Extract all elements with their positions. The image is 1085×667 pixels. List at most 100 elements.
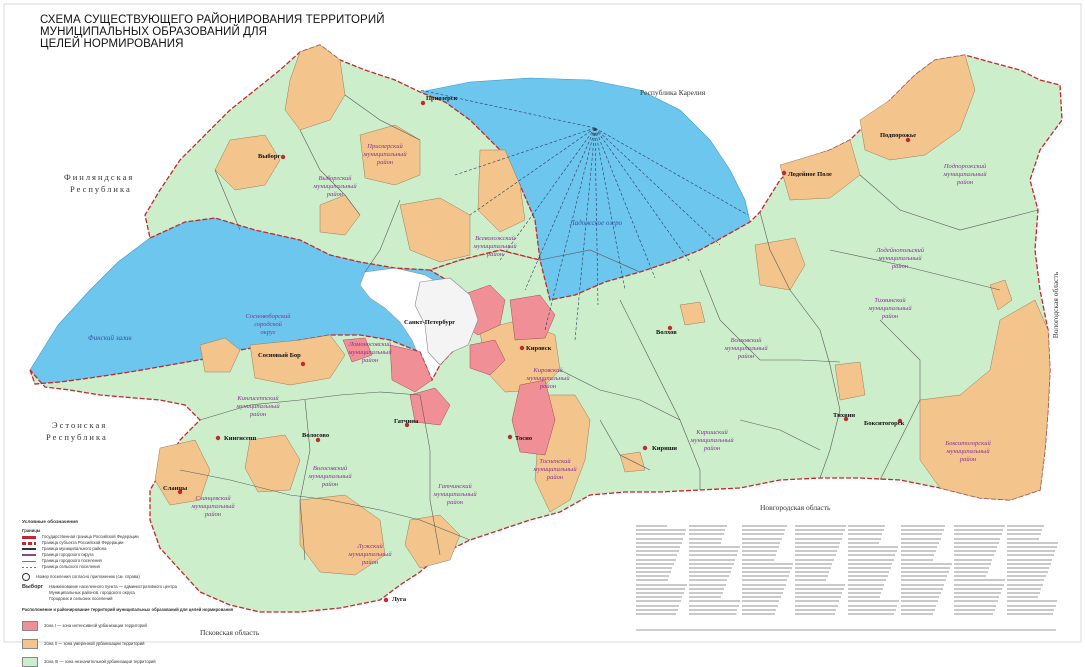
- index-row: [954, 571, 988, 574]
- index-row: [636, 525, 668, 527]
- index-row: [848, 525, 886, 527]
- index-row: [795, 575, 828, 578]
- index-row: [795, 612, 835, 615]
- index-row: [901, 600, 938, 603]
- index-row: [689, 541, 721, 544]
- index-row: [689, 537, 723, 540]
- legend-line-2: Граница субъекта Российской Федерации: [22, 540, 242, 546]
- index-column: [795, 525, 847, 617]
- index-row: [954, 537, 1001, 540]
- svg-text:Приозерский: Приозерский: [366, 143, 403, 150]
- index-row: [901, 575, 948, 578]
- index-column: [742, 525, 794, 617]
- city-slantsy: Сланцы: [163, 485, 187, 492]
- sheet-frame: [3, 3, 1082, 643]
- district-lomonosovsky: Ломоносовский муниципальный район: [347, 341, 392, 364]
- svg-text:муниципальный: муниципальный: [689, 437, 734, 444]
- index-row: [954, 529, 1004, 532]
- index-row: [795, 529, 845, 532]
- index-row: [1007, 587, 1042, 590]
- index-row: [1007, 529, 1043, 532]
- svg-text:район: район: [326, 191, 343, 198]
- svg-text:район: район: [881, 313, 898, 320]
- index-row: [795, 604, 838, 607]
- svg-text:район: район: [321, 481, 338, 488]
- district-lodeynopolsky: Лодейнопольский муниципальный район: [875, 247, 925, 270]
- index-row: [636, 571, 671, 574]
- index-row: [848, 533, 883, 536]
- index-row: [901, 554, 935, 557]
- zone-2-areas: [154, 44, 1051, 576]
- index-row: [795, 608, 837, 611]
- index-row: [689, 596, 722, 599]
- index-row: [1007, 541, 1059, 544]
- district-kingiseppsky: Кингисеппский муниципальный район: [235, 395, 280, 418]
- index-row: [848, 608, 896, 611]
- district-volosovsky: Волосовский муниципальный район: [307, 465, 352, 488]
- index-row: [742, 554, 776, 557]
- index-column: [1007, 525, 1059, 617]
- label-novgorod: Новгородская область: [760, 503, 831, 512]
- index-row: [1007, 583, 1043, 586]
- city-volosovo: Волосово: [302, 432, 329, 439]
- map-title: СХЕМА СУЩЕСТВУЮЩЕГО РАЙОНИРОВАНИЯ ТЕРРИТ…: [40, 14, 385, 50]
- index-row: [848, 529, 884, 532]
- title-line-1: СХЕМА СУЩЕСТВУЮЩЕГО РАЙОНИРОВАНИЯ ТЕРРИТ…: [40, 14, 385, 26]
- index-row: [1007, 612, 1053, 615]
- svg-text:муниципальный: муниципальный: [723, 345, 768, 352]
- svg-text:район: район: [204, 511, 221, 518]
- index-row: [954, 575, 987, 578]
- index-row: [954, 545, 998, 548]
- city-boksitogorsk: Бокситогорск: [864, 420, 905, 427]
- svg-text:городской: городской: [254, 321, 282, 328]
- index-row: [901, 525, 946, 527]
- svg-text:муниципальный: муниципальный: [312, 183, 357, 190]
- index-row: [901, 604, 937, 607]
- svg-text:Тосненский: Тосненский: [539, 458, 571, 465]
- city-kirovsk: Кировск: [526, 345, 552, 352]
- index-row: [901, 537, 941, 540]
- city-kingisepp: Кингисепп: [224, 435, 256, 442]
- svg-text:Кировский: Кировский: [532, 367, 563, 374]
- label-estonia-2: Республика: [46, 432, 108, 442]
- city-sosnovy-bor: Сосновый Бор: [258, 352, 301, 359]
- neighbor-labels: Республика Карелия Финляндская Республик…: [46, 88, 1060, 637]
- index-row: [1007, 525, 1044, 527]
- index-row: [795, 550, 838, 553]
- svg-text:район: район: [486, 251, 503, 258]
- index-row: [742, 566, 792, 569]
- index-row: [636, 608, 678, 611]
- index-row: [901, 562, 952, 565]
- index-row: [636, 550, 679, 553]
- index-row: [1007, 608, 1055, 611]
- index-row: [848, 612, 895, 615]
- index-row: [742, 575, 789, 578]
- index-row: [742, 571, 791, 574]
- svg-text:район: район: [361, 559, 378, 566]
- svg-text:муниципальный: муниципальный: [432, 491, 477, 498]
- svg-text:Кингисеппский: Кингисеппский: [236, 395, 279, 402]
- svg-text:Всеволожский: Всеволожский: [475, 235, 516, 242]
- svg-text:район: район: [737, 353, 754, 360]
- index-row: [742, 558, 775, 561]
- index-row: [636, 541, 682, 544]
- svg-text:муниципальный: муниципальный: [235, 403, 280, 410]
- legend-line-5: Граница городского поселения: [22, 558, 242, 564]
- index-row: [636, 562, 674, 565]
- index-row: [848, 537, 881, 540]
- city-gatchina: Гатчина: [394, 418, 419, 425]
- index-row: [689, 558, 736, 561]
- city-tosno: Тосно: [515, 435, 532, 442]
- city-labels: Приозерск Выборг Санкт-Петербург Сосновы…: [163, 95, 916, 603]
- index-row: [795, 583, 846, 586]
- index-row: [1007, 571, 1048, 574]
- svg-text:Подпорожский: Подпорожский: [943, 163, 987, 170]
- index-row: [795, 537, 842, 540]
- city-kirishi: Кириши: [652, 445, 677, 452]
- svg-text:муниципальный: муниципальный: [877, 255, 922, 262]
- index-row: [848, 575, 888, 578]
- index-row: [795, 541, 841, 544]
- index-row: [636, 537, 684, 540]
- label-gulf: Финский залив: [88, 334, 132, 342]
- legend-line-4: Граница городского округа: [22, 552, 242, 558]
